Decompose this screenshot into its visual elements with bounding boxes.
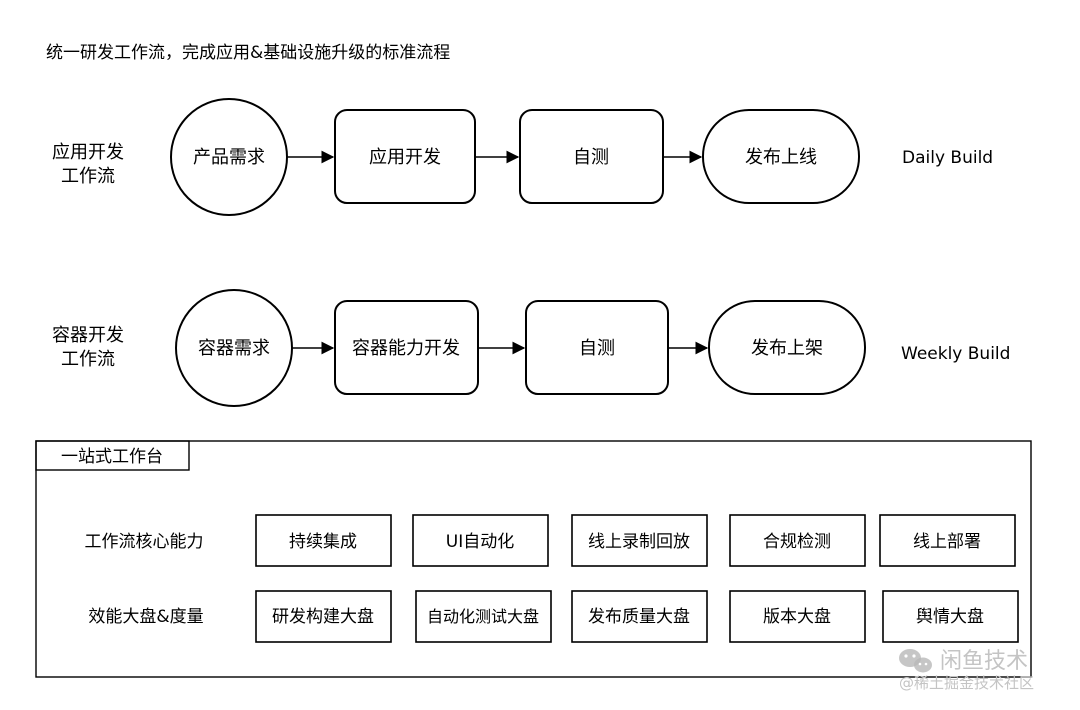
dashboard-box <box>415 590 552 643</box>
step-label: 发布上线 <box>745 147 817 168</box>
capability-box <box>571 514 708 567</box>
flow-label-line-2: 工作流 <box>61 166 115 187</box>
workbench-panel: 一站式工作台 工作流核心能力 持续集成 UI自动化 线上录制回放 合规检测 线上… <box>35 440 1032 678</box>
watermark-source: @稀土掘金技术社区 <box>899 674 1034 692</box>
dashboard-box <box>729 590 866 643</box>
dashboard-label: 自动化测试大盘 <box>427 607 539 626</box>
capability-box <box>412 514 549 567</box>
diagram-title: 统一研发工作流，完成应用&基础设施升级的标准流程 <box>46 43 450 63</box>
capability-box <box>729 514 866 567</box>
step-label: 容器能力开发 <box>352 338 460 359</box>
build-cadence: Weekly Build <box>901 344 1010 364</box>
flow-app-development: 应用开发 工作流 产品需求 应用开发 自测 发布上线 Daily Build <box>52 98 993 216</box>
workbench-frame <box>35 440 1032 678</box>
step-node-terminal <box>708 300 866 395</box>
dashboard-label: 发布质量大盘 <box>588 607 690 627</box>
step-node-terminal <box>702 109 860 204</box>
dashboard-label: 舆情大盘 <box>916 607 984 627</box>
flow-container-development: 容器开发 工作流 容器需求 容器能力开发 自测 发布上架 Weekly Buil… <box>52 289 1010 407</box>
step-label: 产品需求 <box>193 147 265 168</box>
capability-box <box>255 514 392 567</box>
capability-box <box>879 514 1016 567</box>
dashboard-box <box>255 590 392 643</box>
capability-label: 线上部署 <box>913 532 981 552</box>
flow-label-line-2: 工作流 <box>61 349 115 370</box>
step-label: 自测 <box>573 147 609 168</box>
flow-label-line-1: 容器开发 <box>52 325 124 346</box>
capability-label: 合规检测 <box>763 532 831 552</box>
build-cadence: Daily Build <box>902 148 993 168</box>
capability-label: 线上录制回放 <box>588 532 690 552</box>
dashboard-label: 版本大盘 <box>763 607 831 627</box>
dashboard-box <box>882 590 1019 643</box>
flow-label-line-1: 应用开发 <box>52 142 124 163</box>
capability-label: UI自动化 <box>446 532 514 552</box>
dashboard-box <box>571 590 708 643</box>
row-label: 工作流核心能力 <box>85 532 204 552</box>
step-label: 应用开发 <box>369 147 441 168</box>
watermark: 闲鱼技术 @稀土掘金技术社区 <box>899 649 1034 692</box>
wechat-icon <box>899 649 932 673</box>
step-label: 容器需求 <box>198 338 270 359</box>
watermark-brand: 闲鱼技术 <box>940 649 1028 674</box>
workbench-title: 一站式工作台 <box>61 447 163 467</box>
workbench-tab <box>35 440 190 471</box>
capability-label: 持续集成 <box>289 532 357 552</box>
dashboard-label: 研发构建大盘 <box>272 607 374 627</box>
row-label: 效能大盘&度量 <box>88 607 203 627</box>
step-label: 自测 <box>579 338 615 359</box>
step-label: 发布上架 <box>751 338 823 359</box>
